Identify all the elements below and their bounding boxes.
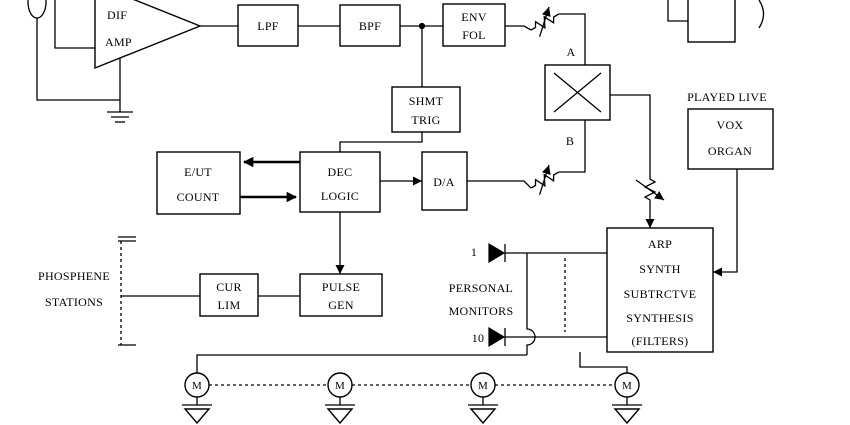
dec-logic-label-line2: LOGIC xyxy=(321,189,359,203)
env-fol-label-line2: FOL xyxy=(462,28,486,42)
dec-logic-block: DEC LOGIC xyxy=(299,151,381,213)
eut-count-label-line1: E/UT xyxy=(184,165,212,179)
env-fol-block: ENV FOL xyxy=(442,3,506,47)
eut-count-block: E/UT COUNT xyxy=(156,151,241,215)
dif-amp-block: DIF AMP xyxy=(94,0,202,70)
multiply-icon xyxy=(553,72,602,113)
pulse-gen-box xyxy=(299,273,383,317)
ground-icon xyxy=(325,397,355,425)
cur-lim-box xyxy=(199,273,259,317)
shmt-trig-box xyxy=(391,86,461,133)
wire-arp-to-motor-4 xyxy=(579,352,628,373)
arp-synth-block: ARP SYNTH SUBTRCTVE SYNTHESIS (FILTERS) xyxy=(606,227,714,353)
lpf-block: LPF xyxy=(237,4,299,47)
multiplier-input-b-label: B xyxy=(566,134,574,148)
amplifier-icon xyxy=(94,0,202,70)
d-a-label: D/A xyxy=(433,175,455,189)
wire-monitors-to-motor-1 xyxy=(196,354,527,373)
wire-d-a-to-resistor xyxy=(467,180,532,189)
phosphene-label-line2: STATIONS xyxy=(45,295,103,309)
motor-1: M xyxy=(182,372,212,425)
motor-label: M xyxy=(192,380,202,392)
bpf-label: BPF xyxy=(359,19,381,33)
d-a-block: D/A xyxy=(421,151,468,211)
eut-count-box xyxy=(156,151,241,215)
wire-env-fol-to-resistor xyxy=(505,25,532,31)
motor-2: M xyxy=(325,372,355,425)
shmt-trig-block: SHMT TRIG xyxy=(391,86,461,133)
monitor-last-label: 10 xyxy=(472,331,485,345)
wire-electrode-to-ground xyxy=(36,18,120,101)
arp-synth-label-line3: SUBTRCTVE xyxy=(624,287,697,301)
arp-synth-label-line2: SYNTH xyxy=(639,262,681,276)
diode-icon xyxy=(488,326,506,348)
wire-electrode-to-amp xyxy=(54,0,95,49)
wire-multiplier-to-resistor xyxy=(610,94,651,174)
cur-lim-label-line2: LIM xyxy=(218,298,241,312)
vox-organ-label-line2: ORGAN xyxy=(708,144,752,158)
ground-icon xyxy=(182,397,212,425)
ground-icon xyxy=(468,397,498,425)
arp-synth-label-line4: SYNTHESIS xyxy=(626,311,693,325)
motor-4: M xyxy=(612,372,642,425)
eut-count-label-line2: COUNT xyxy=(177,190,220,204)
multiplier-input-a-label: A xyxy=(567,45,576,59)
phosphene-label-line1: PHOSPHENE xyxy=(38,269,110,283)
motor-3: M xyxy=(468,372,498,425)
bpf-block: BPF xyxy=(339,4,401,47)
dif-amp-label-line1: DIF xyxy=(107,8,127,22)
diode-icon xyxy=(488,242,506,264)
personal-monitors-label-line2: MONITORS xyxy=(449,304,514,318)
arp-synth-box xyxy=(606,227,714,353)
wire-monitor-common xyxy=(526,253,536,355)
pulse-gen-label-line1: PULSE xyxy=(322,280,360,294)
shmt-trig-label-line1: SHMT xyxy=(409,94,444,108)
variable-resistor-icon xyxy=(530,6,560,37)
wire-shmt-trig-to-dec-logic xyxy=(339,132,423,152)
multiplier-block xyxy=(544,64,611,121)
lpf-label: LPF xyxy=(257,19,279,33)
env-fol-label-line1: ENV xyxy=(461,10,487,24)
dif-amp-label-line2: AMP xyxy=(105,35,132,49)
personal-monitors-label-line1: PERSONAL xyxy=(449,281,513,295)
arp-synth-label-line1: ARP xyxy=(648,237,672,251)
motor-label: M xyxy=(335,380,345,392)
arp-synth-label-line5: (FILTERS) xyxy=(632,334,689,348)
wire-vox-organ-to-arp xyxy=(713,169,738,277)
shmt-trig-label-line2: TRIG xyxy=(411,113,440,127)
pulse-gen-block: PULSE GEN xyxy=(299,273,383,317)
phosphene-stations: PHOSPHENE STATIONS xyxy=(38,236,136,346)
wire-resistor-to-multiplier-a xyxy=(559,13,586,65)
monitor-first-label: 1 xyxy=(471,245,477,259)
electrode-icon xyxy=(27,0,47,19)
motor-label: M xyxy=(622,380,632,392)
electrode-input xyxy=(27,0,133,123)
wire-resistor-to-multiplier-b xyxy=(559,120,586,173)
ground-icon xyxy=(612,397,642,425)
ground-icon xyxy=(107,111,133,123)
vox-organ-block: VOX ORGAN xyxy=(687,108,774,170)
vox-organ-box xyxy=(687,108,774,170)
vox-organ-label-line1: VOX xyxy=(717,118,744,132)
played-live-caption: PLAYED LIVE xyxy=(687,90,767,104)
dec-logic-label-line1: DEC xyxy=(328,165,353,179)
cur-lim-block: CUR LIM xyxy=(199,273,259,317)
pulse-gen-label-line2: GEN xyxy=(328,298,354,312)
env-fol-box xyxy=(442,3,506,47)
multiplier-box xyxy=(544,64,611,121)
variable-resistor-icon xyxy=(530,164,560,195)
dec-logic-box xyxy=(299,151,381,213)
variable-resistor-icon xyxy=(635,174,665,206)
cropped-block xyxy=(667,0,765,43)
personal-monitors: 1 PERSONAL MONITORS 10 xyxy=(449,242,607,355)
cur-lim-label-line1: CUR xyxy=(216,280,242,294)
motor-label: M xyxy=(478,380,488,392)
